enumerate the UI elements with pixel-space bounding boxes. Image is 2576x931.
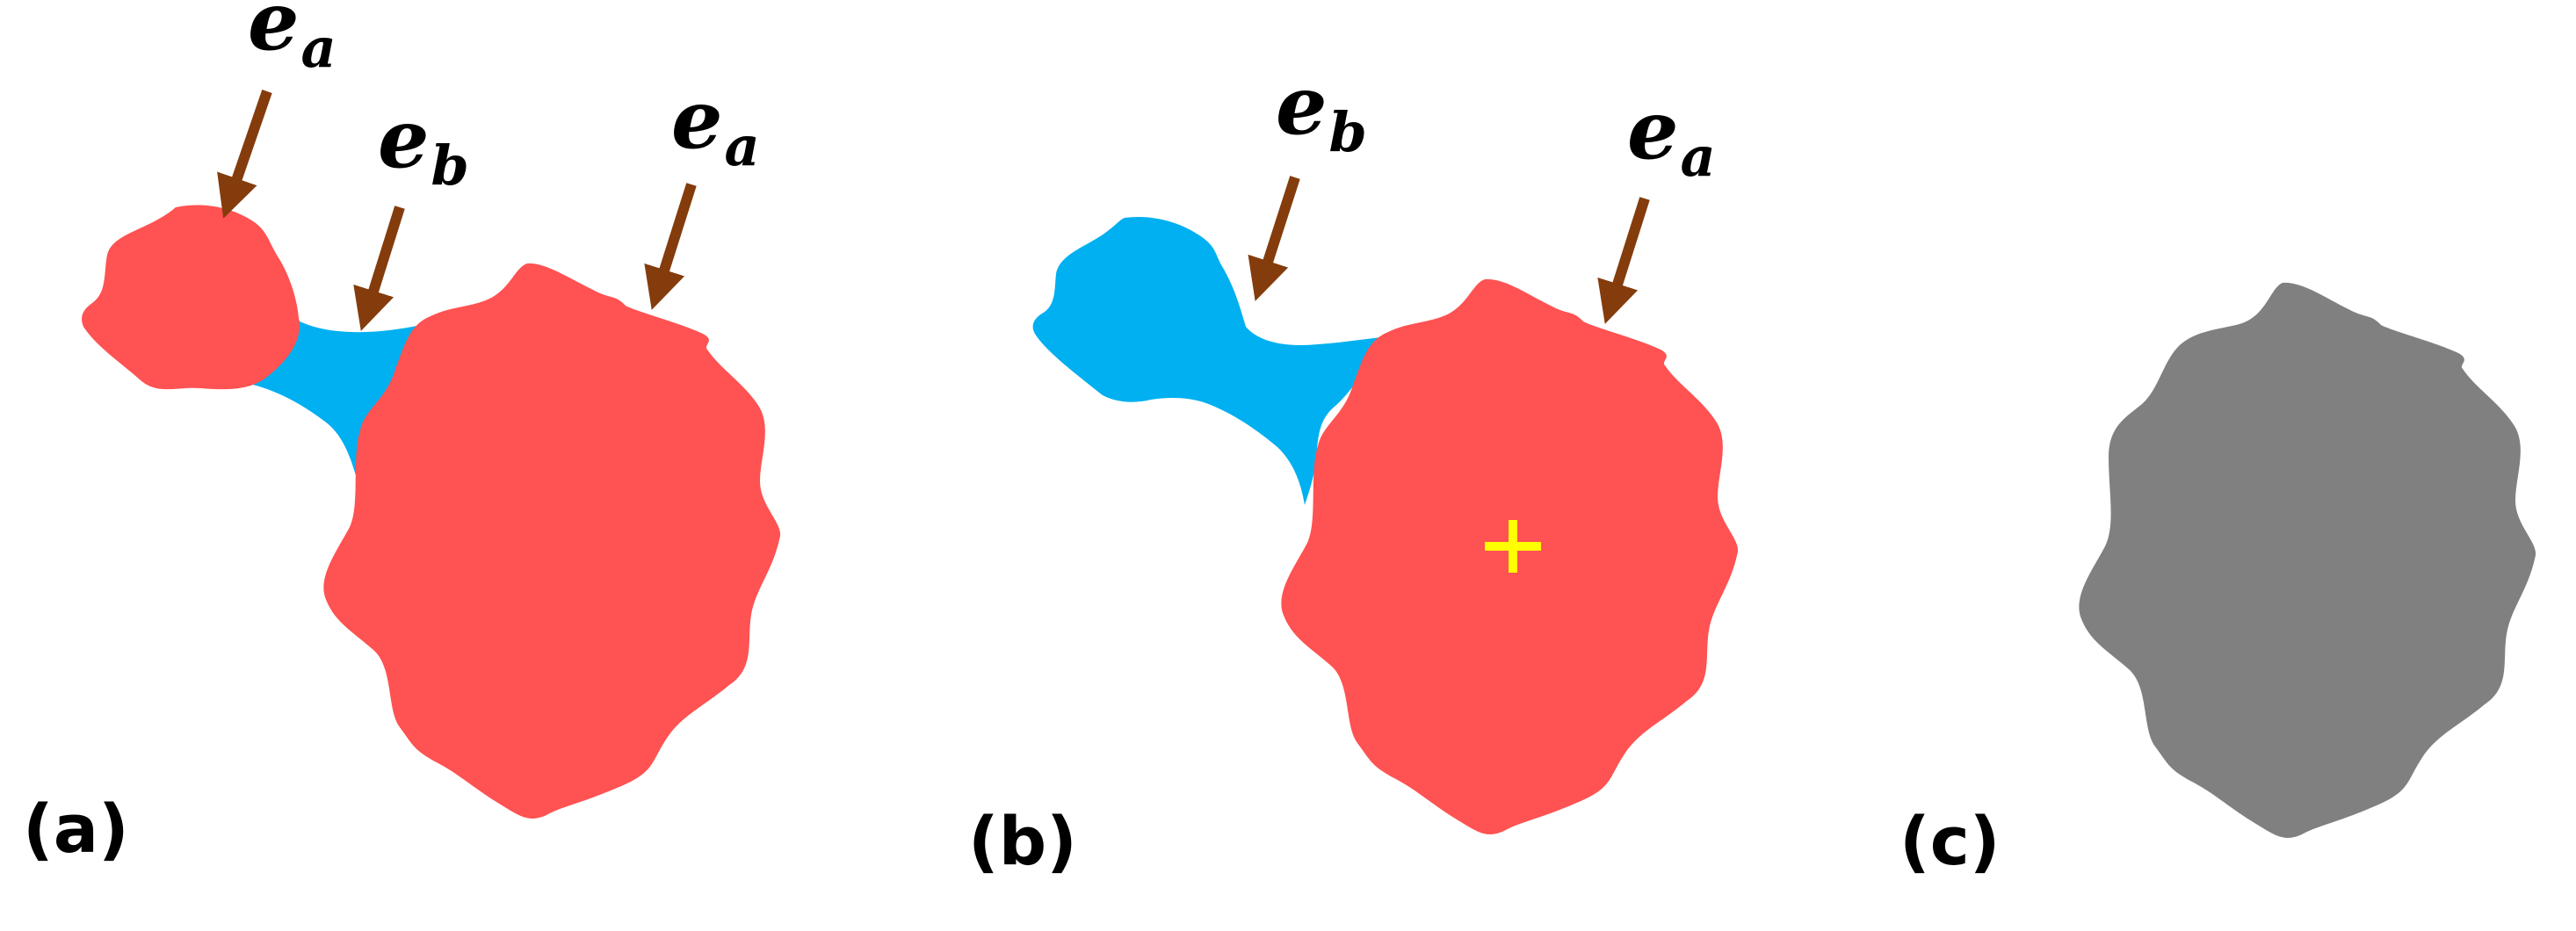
panel-label-a: (a)	[23, 790, 129, 868]
arrow-2-panel-a	[353, 206, 405, 331]
panel-label-b: (b)	[968, 802, 1077, 880]
arrow-3-panel-a	[644, 183, 697, 310]
panel-c: (c)	[1899, 282, 2536, 880]
region-ea-small-panel-a	[82, 205, 300, 390]
region-eb-panel-b	[1032, 216, 1395, 505]
annotation-2-panel-a: eb	[378, 91, 469, 198]
annotation-2-panel-b: ea	[1627, 83, 1716, 189]
panel-label-c: (c)	[1899, 802, 2001, 880]
region-ea-large-panel-a	[323, 263, 781, 819]
arrow-1-panel-a	[217, 90, 272, 219]
panel-b: eb ea (b)	[968, 58, 1739, 880]
region-gray-panel-c	[2079, 282, 2536, 838]
arrow-1-panel-b	[1248, 176, 1300, 301]
annotation-1-panel-a: ea	[248, 0, 336, 80]
annotation-1-panel-b: eb	[1276, 58, 1367, 164]
panel-a: ea eb ea (a)	[23, 0, 781, 868]
region-eb-panel-a	[242, 316, 439, 492]
arrow-2-panel-b	[1597, 197, 1650, 324]
annotation-3-panel-a: ea	[671, 72, 760, 178]
